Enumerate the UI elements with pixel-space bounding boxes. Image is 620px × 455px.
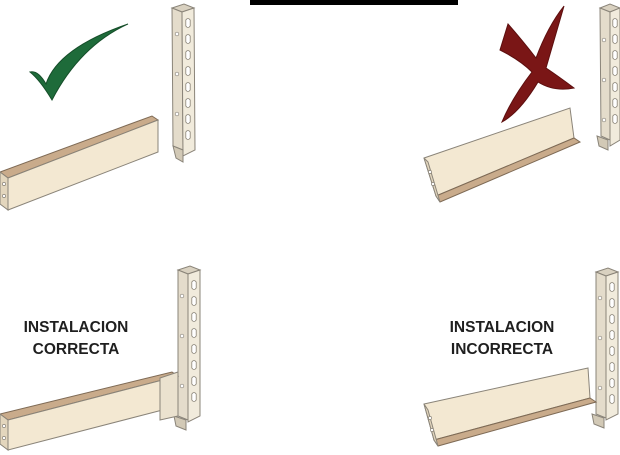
upright-slots [174, 18, 191, 140]
upright-top-left [170, 3, 196, 163]
beam-bottom-right [423, 367, 598, 447]
caption-line: INSTALACION [23, 319, 129, 336]
upright-top-right [596, 3, 620, 151]
upright-bottom-right [591, 267, 620, 429]
caption-line: INSTALACION [449, 319, 555, 336]
beam-bottom-left [0, 371, 180, 451]
top-black-bar [250, 0, 458, 5]
caption-line: CORRECTA [32, 341, 120, 358]
correct-mark-icon [28, 23, 129, 102]
upright-slots [601, 18, 618, 124]
caption-line: INCORRECTA [450, 341, 554, 358]
caption-correct-installation: INSTALACION CORRECTA [14, 317, 138, 361]
caption-incorrect-installation: INSTALACION INCORRECTA [432, 317, 572, 361]
incorrect-mark-icon [499, 5, 576, 124]
upright-slots [597, 282, 615, 404]
upright-slots [179, 280, 197, 402]
beam-top-right [423, 107, 582, 203]
upright-bottom-left [173, 265, 202, 431]
beam-top-left [0, 115, 160, 211]
